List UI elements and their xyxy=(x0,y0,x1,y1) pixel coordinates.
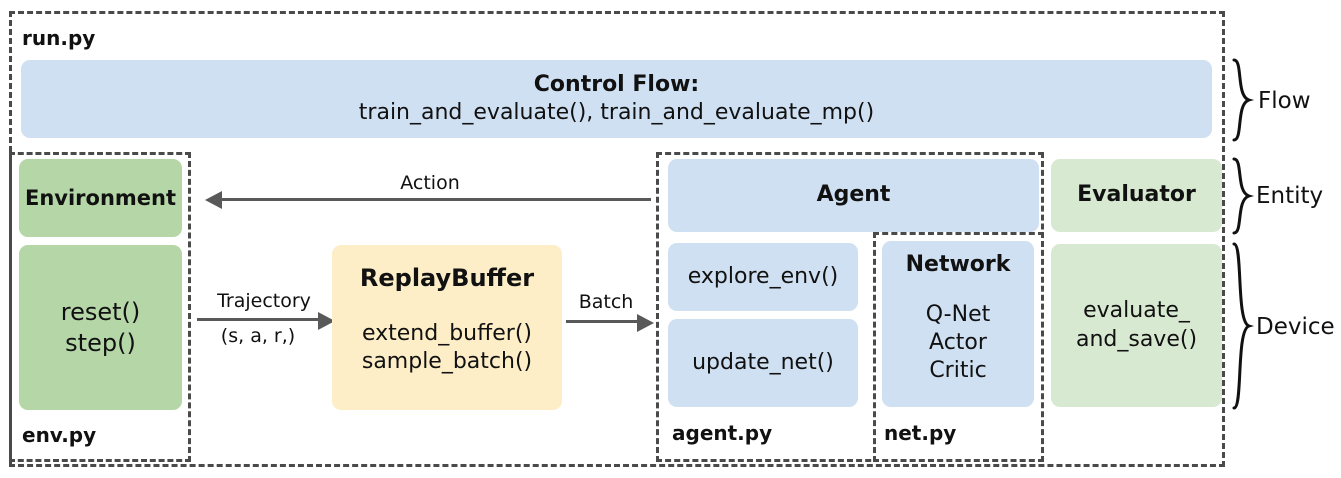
agent-method-update-net: update_net() xyxy=(692,349,834,375)
environment-methods-box[interactable]: reset() step() xyxy=(19,245,182,410)
flow-brace xyxy=(1231,58,1255,142)
action-arrow-label: Action xyxy=(400,172,460,194)
replay-buffer-method-sample: sample_batch() xyxy=(361,348,533,374)
agent-explore-env-box[interactable]: explore_env() xyxy=(668,243,858,311)
action-arrow-head xyxy=(205,191,222,209)
replay-buffer-method-extend: extend_buffer() xyxy=(361,320,533,346)
batch-arrow-label: Batch xyxy=(578,291,634,313)
evaluator-box[interactable]: Evaluator xyxy=(1051,159,1222,232)
agent-py-label: agent.py xyxy=(672,421,773,445)
network-label: Network xyxy=(905,252,1011,277)
device-bracket-label: Device xyxy=(1256,314,1335,340)
run-py-label: run.py xyxy=(22,26,96,50)
network-item-actor: Actor xyxy=(929,330,987,356)
env-method-step: step() xyxy=(65,328,136,357)
agent-box[interactable]: Agent xyxy=(668,159,1039,232)
network-item-qnet: Q-Net xyxy=(925,302,991,328)
action-arrow-line xyxy=(221,198,651,201)
batch-arrow-line xyxy=(566,320,638,323)
evaluator-methods-box[interactable]: evaluate_ and_save() xyxy=(1051,244,1222,407)
batch-arrow-head xyxy=(637,314,654,332)
trajectory-arrow-head xyxy=(318,312,335,330)
replay-buffer-title: ReplayBuffer xyxy=(359,264,535,292)
network-box[interactable]: Network Q-Net Actor Critic xyxy=(882,241,1034,407)
agent-label: Agent xyxy=(816,182,891,208)
control-flow-box[interactable]: Control Flow: train_and_evaluate(), trai… xyxy=(21,60,1212,138)
net-py-label: net.py xyxy=(884,421,957,445)
evaluator-method-line-2: and_save() xyxy=(1075,326,1198,352)
environment-box[interactable]: Environment xyxy=(19,159,182,237)
replay-buffer-box[interactable]: ReplayBuffer extend_buffer() sample_batc… xyxy=(332,245,562,410)
env-method-reset: reset() xyxy=(60,297,141,326)
trajectory-arrow-line xyxy=(197,318,319,321)
environment-label: Environment xyxy=(24,185,177,210)
trajectory-arrow-label-top: Trajectory xyxy=(217,290,311,312)
env-py-container xyxy=(9,152,191,462)
evaluator-label: Evaluator xyxy=(1077,182,1196,208)
control-flow-functions: train_and_evaluate(), train_and_evaluate… xyxy=(358,100,875,125)
evaluator-method-line-1: evaluate_ xyxy=(1083,298,1190,324)
control-flow-title: Control Flow: xyxy=(533,71,700,97)
entity-bracket-label: Entity xyxy=(1256,183,1324,209)
agent-update-net-box[interactable]: update_net() xyxy=(668,319,858,407)
agent-method-explore-env: explore_env() xyxy=(687,263,839,289)
entity-brace xyxy=(1231,157,1255,235)
trajectory-arrow-label-bottom: (s, a, r,) xyxy=(220,325,296,347)
network-item-critic: Critic xyxy=(929,358,987,384)
device-brace xyxy=(1231,242,1255,410)
env-py-label: env.py xyxy=(22,423,97,447)
flow-bracket-label: Flow xyxy=(1258,88,1311,114)
